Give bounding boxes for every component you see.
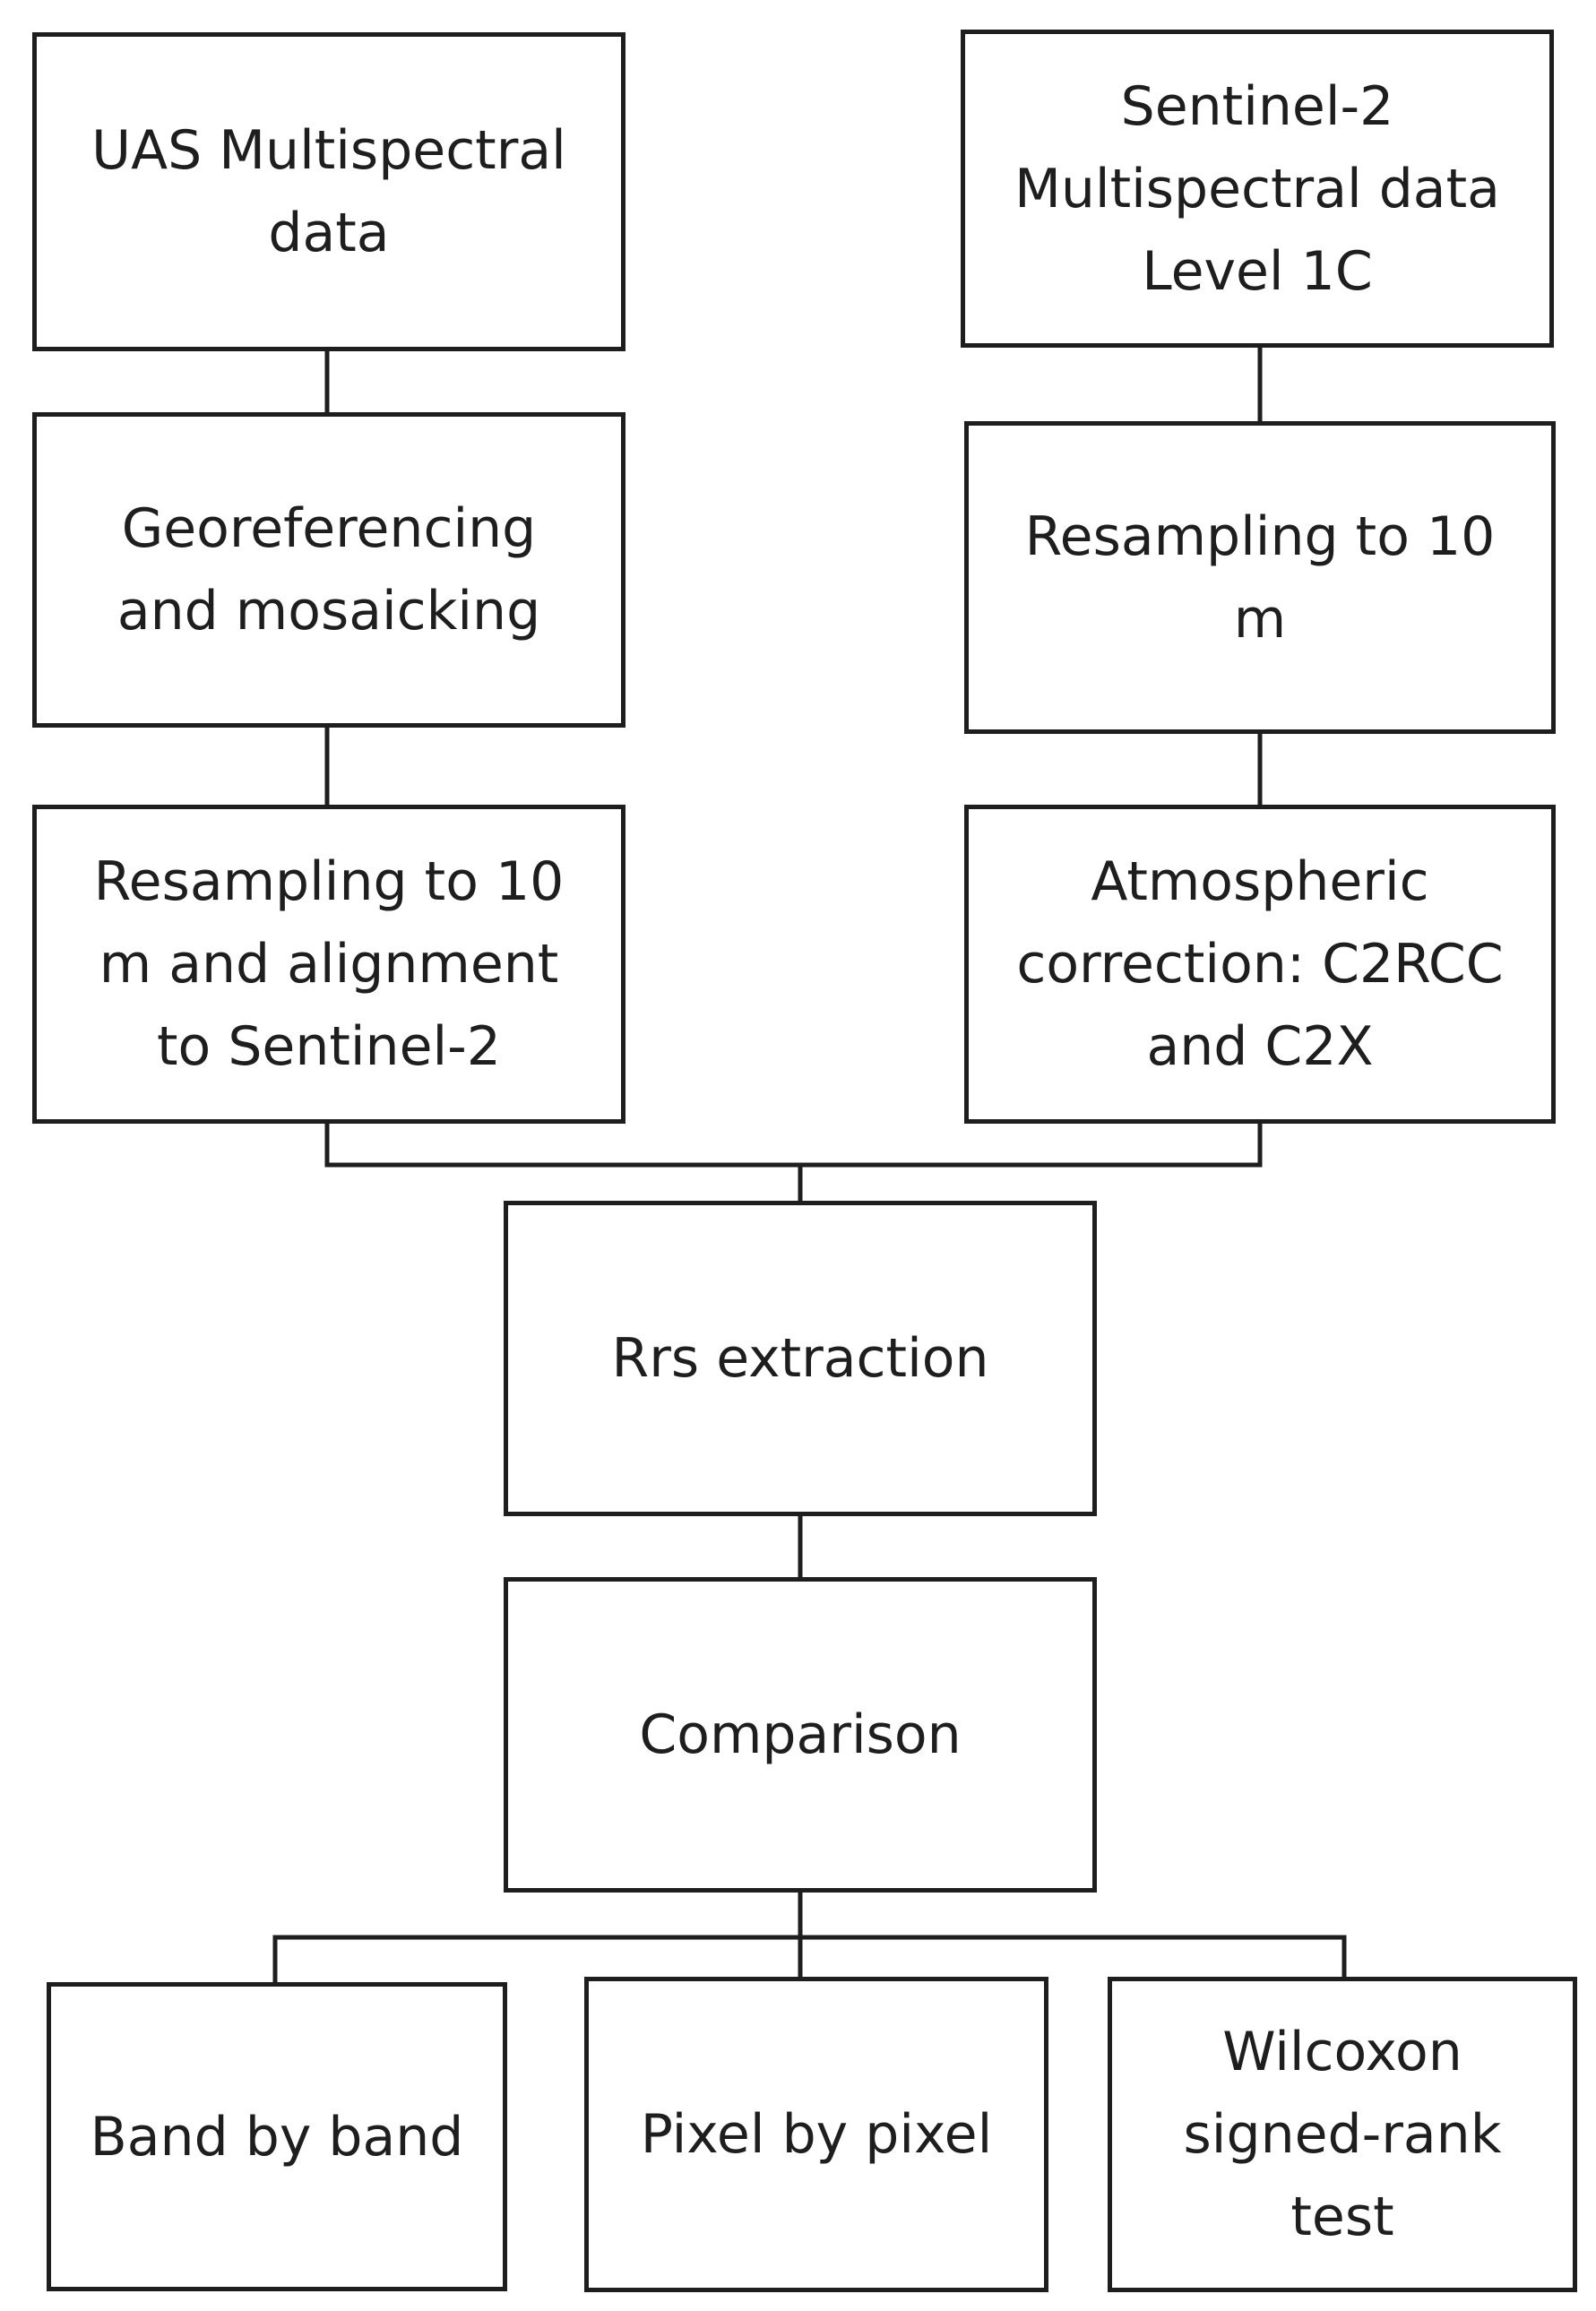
node-rrs-extraction: Rrs extraction — [504, 1201, 1097, 1516]
node-label: Rrs extraction — [611, 1327, 989, 1390]
node-label: Comparison — [639, 1703, 962, 1766]
node-label: Resampling to 10 m and alignment to Sent… — [93, 850, 565, 1078]
node-resampling-uas: Resampling to 10 m and alignment to Sent… — [32, 805, 625, 1124]
node-label: UAS Multispectral data — [91, 119, 566, 264]
node-uas-multispectral-data: UAS Multispectral data — [32, 32, 625, 351]
node-georeferencing: Georeferencing and mosaicking — [32, 412, 625, 728]
node-atmospheric-correction: Atmospheric correction: C2RCC and C2X — [964, 805, 1556, 1124]
node-band-by-band: Band by band — [47, 1982, 507, 2291]
node-label: Band by band — [90, 2105, 464, 2169]
node-sentinel-2-data: Sentinel-2 Multispectral data Level 1C — [961, 30, 1554, 348]
node-resampling-sentinel: Resampling to 10 m — [964, 421, 1556, 734]
node-label: Pixel by pixel — [640, 2103, 993, 2166]
node-label: Resampling to 10 m — [1024, 504, 1496, 651]
node-label: Atmospheric correction: C2RCC and C2X — [1016, 850, 1504, 1078]
node-label: Wilcoxon signed-rank test — [1183, 2021, 1502, 2248]
node-label: Sentinel-2 Multispectral data Level 1C — [1014, 74, 1500, 303]
node-comparison: Comparison — [504, 1577, 1097, 1893]
node-wilcoxon-test: Wilcoxon signed-rank test — [1108, 1977, 1577, 2292]
node-label: Georeferencing and mosaicking — [116, 497, 541, 642]
node-pixel-by-pixel: Pixel by pixel — [584, 1977, 1048, 2292]
